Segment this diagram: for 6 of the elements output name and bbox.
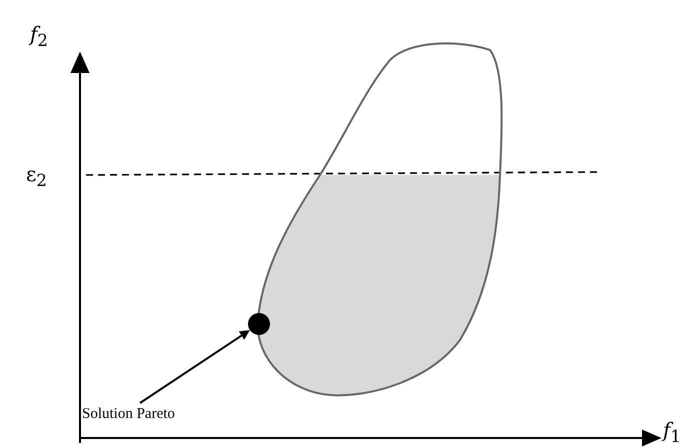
arrow [139, 330, 250, 404]
axis-label: f$_{1}$ [663, 420, 682, 446]
axis-label: f$_{2}$ [30, 24, 48, 50]
point-label: Solution Pareto [82, 405, 175, 423]
pareto-point [248, 313, 270, 335]
axis-label: ε$_{2}$ [26, 164, 47, 190]
